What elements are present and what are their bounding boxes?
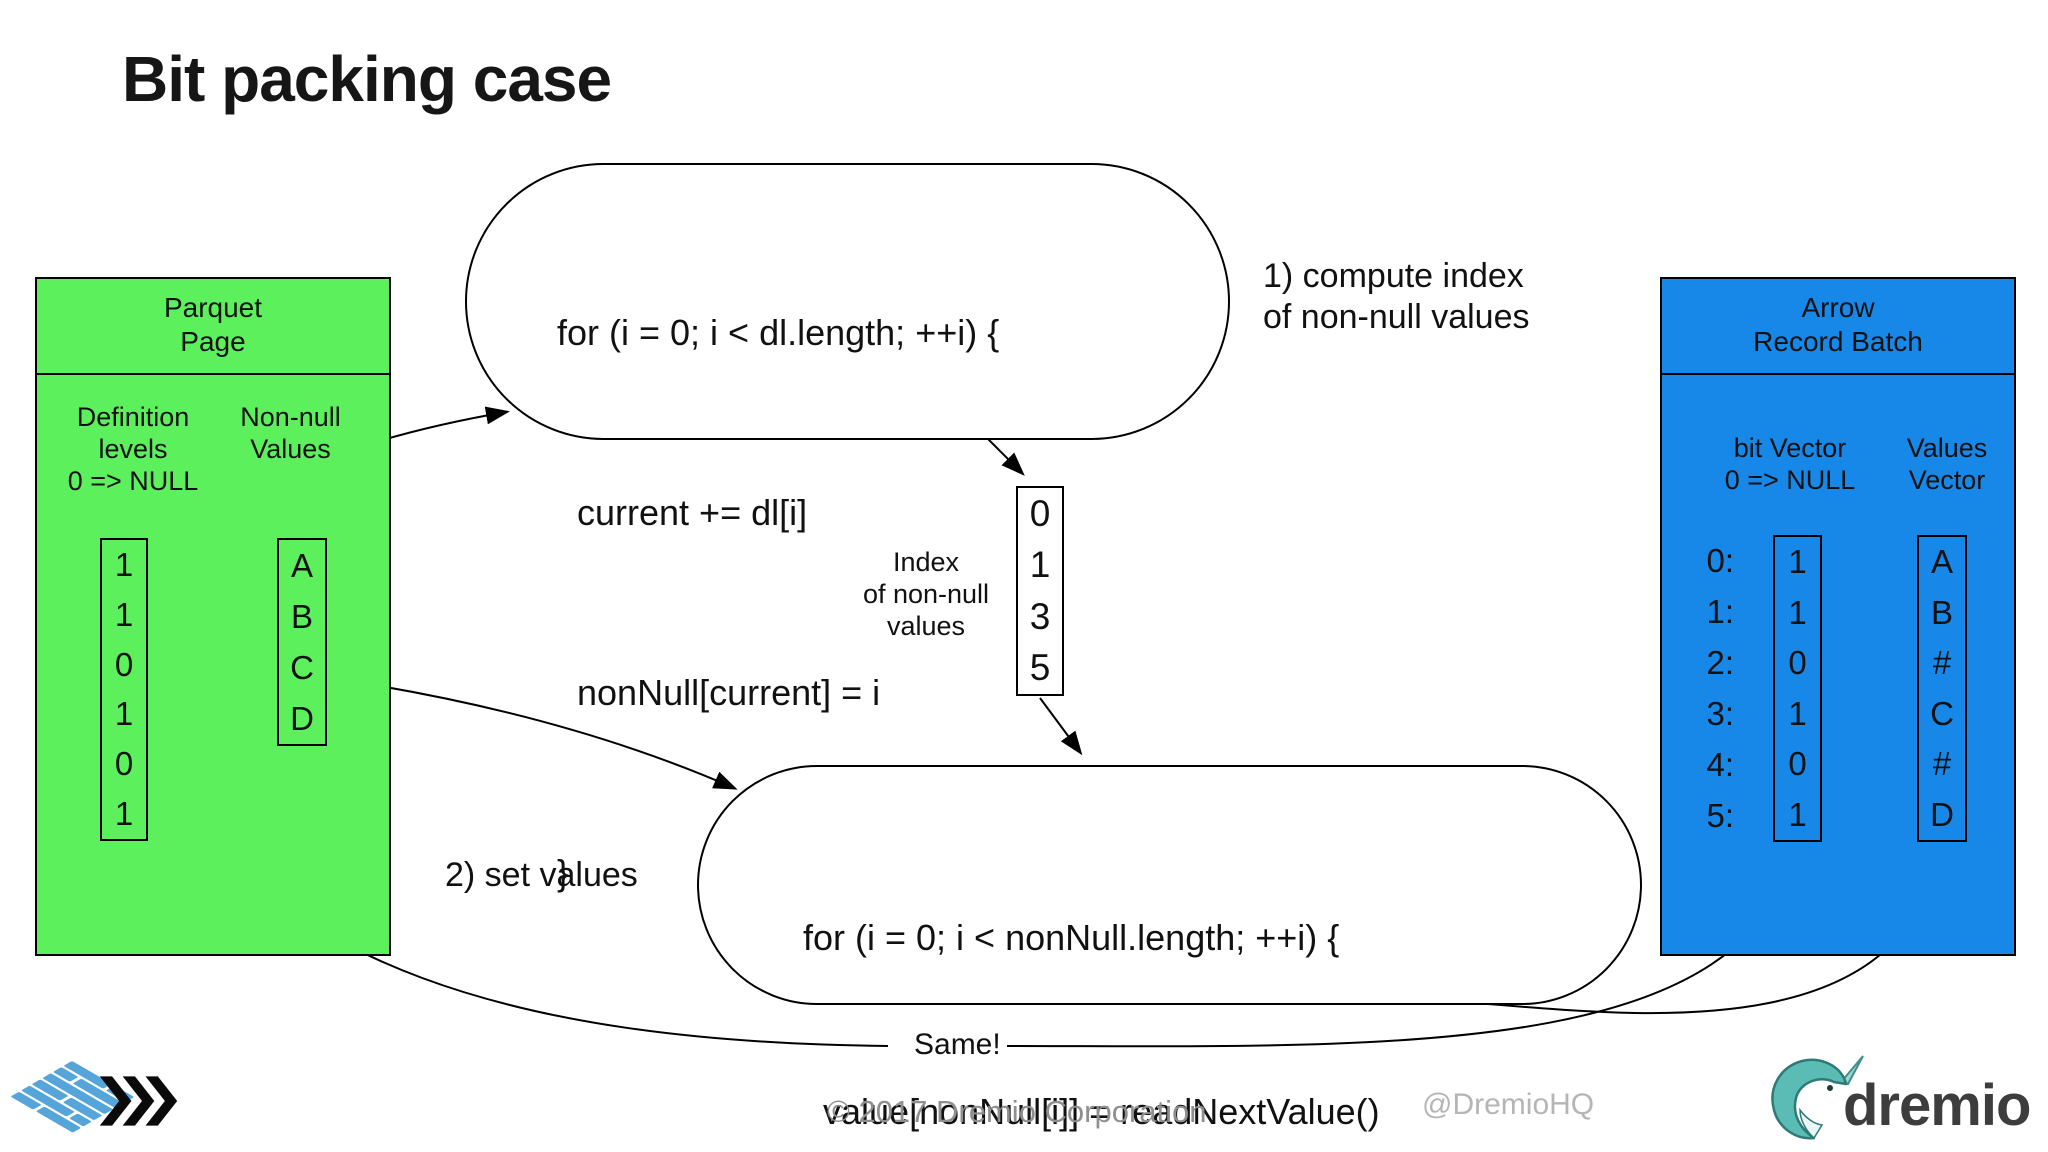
arrow-title-line: Record Batch [1753,326,1923,357]
row-index-column: 0: 1: 2: 3: 4: 5: [1688,535,1738,842]
twitter-handle: @DremioHQ [1422,1088,1595,1121]
parquet-title-line: Page [180,326,246,357]
parquet-title-line: Parquet [163,292,263,323]
step1-annotation: 1) compute index of non-null values [1263,257,1530,336]
arrow-box-header: Arrow Record Batch [1660,277,2016,375]
definition-levels-label: Definition levels 0 => NULL [67,402,199,496]
code-bubble-compute-index: for (i = 0; i < dl.length; ++i) { curren… [465,163,1230,893]
dremio-narwhal-icon [1771,1055,1864,1140]
parquet-page-box [35,277,391,956]
code-line: for (i = 0; i < dl.length; ++i) { [557,312,1000,353]
bit-vector-cell: 1 [1788,694,1807,732]
code-line: } [557,852,570,893]
nonnull-values-label: Non-null Values [240,402,341,464]
values-vector-cell: C [1930,694,1954,732]
index-cell: 5 [1029,647,1051,689]
nonnull-value-cell: C [290,648,314,686]
bit-vector-cell: 0 [1788,745,1807,783]
same-label: Same! [908,1028,1007,1062]
def-level-cell: 1 [114,545,134,583]
step2-annotation: 2) set values [445,856,638,894]
code-line: current += dl[i] [557,492,808,533]
nonnull-value-cell: B [290,597,313,635]
index-cell: 1 [1029,544,1051,586]
index-of-nonnull-label: Index of non-null values [862,547,990,641]
values-vector-label: Values Vector [1906,433,1988,495]
row-index-cell: 1: [1706,592,1734,630]
definition-levels-column: 1 1 0 1 0 1 [100,538,148,841]
row-index-cell: 3: [1706,695,1734,733]
def-level-cell: 1 [114,595,134,633]
values-vector-column: A B # C # D [1917,535,1967,842]
bit-vector-cell: 0 [1788,644,1807,682]
parquet-box-header: Parquet Page [35,277,391,375]
code-bubble-set-values: for (i = 0; i < nonNull.length; ++i) { v… [697,765,1642,1132]
bit-vector-label: bit Vector 0 => NULL [1724,433,1856,495]
row-index-cell: 0: [1706,541,1734,579]
index-column: 0 1 3 5 [1016,486,1064,696]
copyright-text: © 2017 Dremio Corporation [827,1094,1207,1129]
values-vector-cell: # [1932,745,1952,783]
arrow-record-batch-box [1660,277,2016,956]
nonnull-value-cell: D [290,699,314,737]
code-line: nonNull[current] = i [557,672,881,713]
dremio-wordmark: dremio [1843,1073,2031,1138]
nonnull-value-cell: A [290,546,313,584]
values-vector-cell: B [1930,593,1953,631]
code-line: for (i = 0; i < nonNull.length; ++i) { [803,917,1340,958]
row-index-cell: 4: [1706,746,1734,784]
page-title: Bit packing case [122,43,612,115]
arrow-index-to-loop2 [1039,697,1083,756]
arrow-title-line: Arrow [1801,292,1875,323]
def-level-cell: 0 [114,645,134,683]
row-index-cell: 5: [1706,797,1734,835]
bit-vector-cell: 1 [1788,593,1807,631]
def-level-cell: 1 [114,695,134,733]
def-level-cell: 0 [114,745,134,783]
code-line: value[nonNull[i]] = readNextValue() [803,1091,1380,1132]
bit-vector-column: 1 1 0 1 0 1 [1773,535,1822,842]
index-cell: 0 [1029,492,1051,534]
nonnull-values-column: A B C D [277,538,327,746]
values-vector-cell: A [1930,543,1953,581]
bit-vector-cell: 1 [1788,543,1807,581]
values-vector-cell: D [1930,795,1954,833]
values-vector-cell: # [1932,644,1952,682]
row-index-cell: 2: [1706,643,1734,681]
bit-vector-cell: 1 [1788,795,1807,833]
def-level-cell: 1 [114,795,134,833]
index-cell: 3 [1029,595,1051,637]
arrow-logo-icon [99,1076,178,1126]
